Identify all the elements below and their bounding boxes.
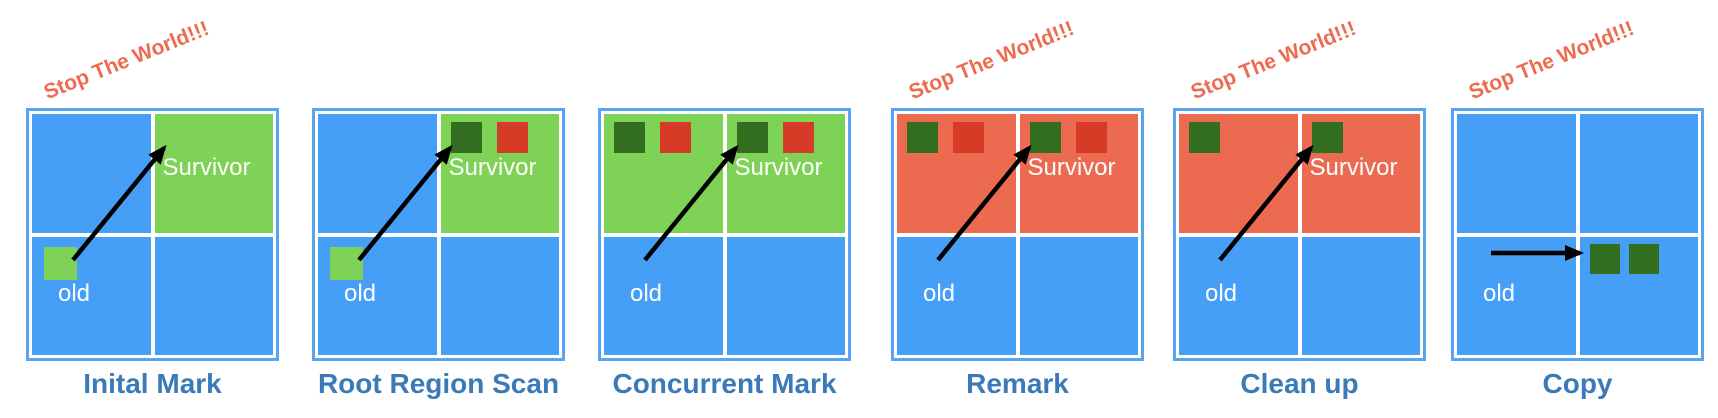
object-square-red <box>1075 122 1107 153</box>
survivor-region-label: Survivor <box>162 154 251 181</box>
object-square-dark-green <box>1029 122 1061 153</box>
object-square-dark-green <box>1189 122 1220 153</box>
heap-box: old <box>1451 108 1704 361</box>
survivor-region-label: Survivor <box>1027 154 1116 181</box>
old-region-label: old <box>923 279 956 307</box>
region-cell-br <box>1301 236 1420 355</box>
region-cell-tr <box>1579 114 1698 233</box>
stop-the-world-label: Stop The World!!! <box>40 16 213 105</box>
region-cell-bl: old <box>604 236 723 355</box>
region-cell-br <box>1019 236 1138 355</box>
region-cell-br <box>154 236 273 355</box>
survivor-region-label: Survivor <box>1309 154 1398 181</box>
object-square-dark-green <box>614 122 645 153</box>
phase-title-root-region-scan: Root Region Scan <box>317 368 560 399</box>
region-cell-tr: Survivor <box>1019 114 1138 233</box>
region-cell-bl: old <box>1457 236 1576 355</box>
phase-title-inital-mark: Inital Mark <box>83 368 222 399</box>
region-cell-tr: Survivor <box>726 114 845 233</box>
heap-region-grid: Survivor old <box>1179 114 1420 355</box>
region-cell-bl: old <box>897 236 1016 355</box>
heap-region-grid: Survivor old <box>32 114 273 355</box>
phase-title-concurrent-mark: Concurrent Mark <box>612 368 837 399</box>
heap-region-grid: old <box>1457 114 1698 355</box>
region-cell-tl <box>897 114 1016 233</box>
object-square-dark-green <box>1589 243 1620 274</box>
object-square-red <box>782 122 814 153</box>
stop-the-world-label: Stop The World!!! <box>1465 16 1638 105</box>
object-square-dark-green <box>1628 243 1659 274</box>
stop-the-world-label: Stop The World!!! <box>905 16 1078 105</box>
region-cell-tl <box>1457 114 1576 233</box>
stop-the-world-label: Stop The World!!! <box>1187 16 1360 105</box>
object-square-dark-green <box>736 122 768 153</box>
region-cell-br <box>440 236 559 355</box>
region-cell-bl: old <box>1179 236 1298 355</box>
object-square-dark-green <box>907 122 938 153</box>
heap-box: Survivor old <box>891 108 1144 361</box>
old-region-label: old <box>1483 279 1516 307</box>
phase-title-copy: Copy <box>1542 368 1613 399</box>
survivor-region-label: Survivor <box>448 154 537 181</box>
heap-region-grid: Survivor old <box>318 114 559 355</box>
region-cell-br <box>1579 236 1698 355</box>
region-cell-tr: Survivor <box>154 114 273 233</box>
heap-box: Survivor old <box>312 108 565 361</box>
young-object-square <box>44 246 77 280</box>
region-cell-br <box>726 236 845 355</box>
object-square-dark-green <box>1311 122 1343 153</box>
object-square-dark-green <box>450 122 482 153</box>
heap-box: Survivor old <box>598 108 851 361</box>
heap-region-grid: Survivor old <box>897 114 1138 355</box>
survivor-region-label: Survivor <box>734 154 823 181</box>
old-region-label: old <box>630 279 663 307</box>
heap-box: Survivor old <box>1173 108 1426 361</box>
region-cell-tl <box>604 114 723 233</box>
region-cell-tr: Survivor <box>440 114 559 233</box>
object-square-red <box>496 122 528 153</box>
phase-title-clean-up: Clean up <box>1240 368 1359 399</box>
young-object-square <box>330 246 363 280</box>
region-cell-tl <box>318 114 437 233</box>
heap-box: Survivor old <box>26 108 279 361</box>
region-cell-bl: old <box>32 236 151 355</box>
old-region-label: old <box>344 279 377 307</box>
region-cell-bl: old <box>318 236 437 355</box>
phase-title-remark: Remark <box>966 368 1069 399</box>
object-square-red <box>660 122 691 153</box>
object-square-red <box>953 122 984 153</box>
heap-region-grid: Survivor old <box>604 114 845 355</box>
old-region-label: old <box>1205 279 1238 307</box>
old-region-label: old <box>58 279 91 307</box>
region-cell-tr: Survivor <box>1301 114 1420 233</box>
region-cell-tl <box>32 114 151 233</box>
region-cell-tl <box>1179 114 1298 233</box>
